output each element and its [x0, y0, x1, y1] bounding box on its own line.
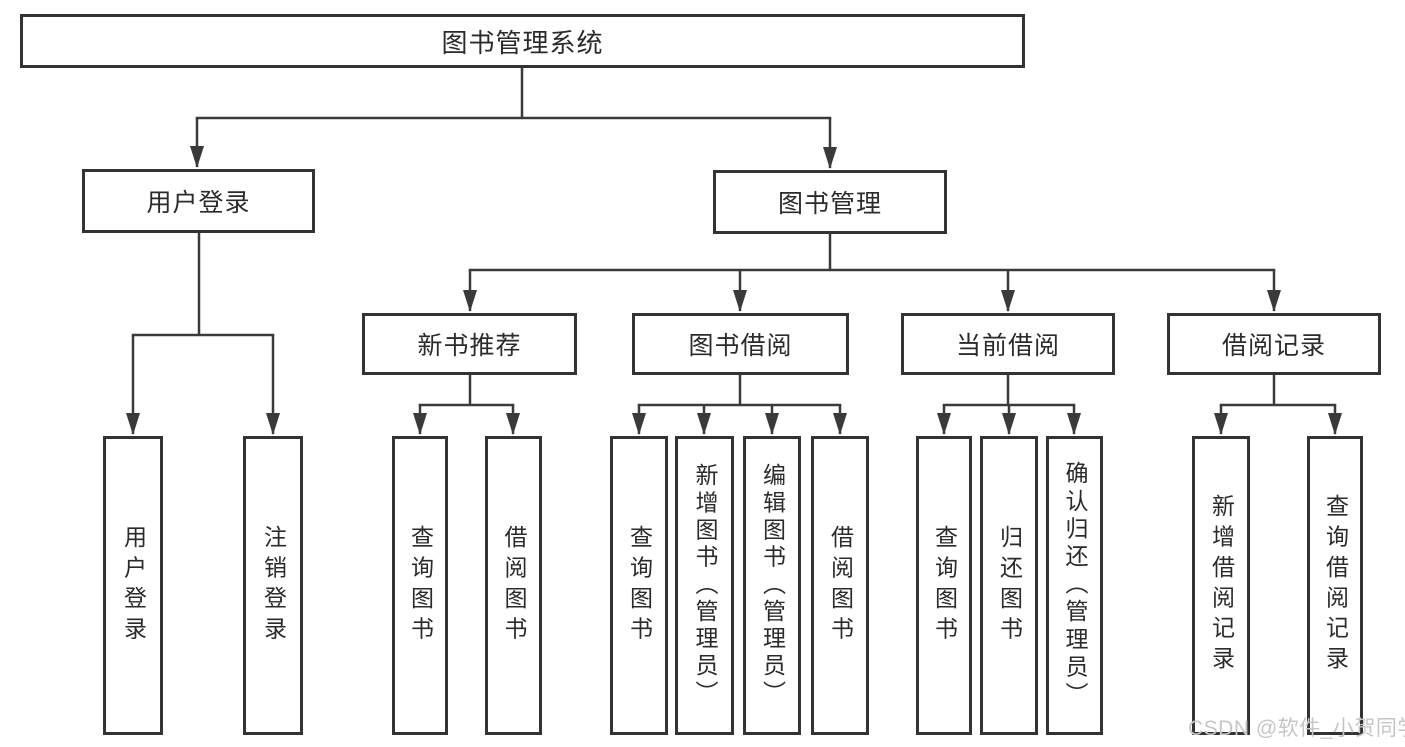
node-book-management: 图书管理	[713, 170, 947, 234]
node-book-management-label: 图书管理	[777, 190, 882, 218]
node-book-borrowing: 图书借阅	[632, 313, 849, 375]
leaf-user-login: 用户登录	[103, 436, 163, 735]
leaf-borrow-books-2-label: 借阅图书	[827, 524, 854, 647]
leaf-add-borrow-record-label: 新增借阅记录	[1208, 494, 1235, 677]
leaf-add-borrow-record: 新增借阅记录	[1192, 436, 1250, 735]
csdn-watermark: CSDN @软件_小贺同学	[1188, 717, 1405, 740]
leaf-logout-label: 注销登录	[260, 524, 287, 647]
leaf-query-books-2: 查询图书	[610, 436, 668, 735]
leaf-edit-books-admin: 编辑图书（管理员）	[743, 436, 801, 735]
leaf-return-books-label: 归还图书	[996, 524, 1023, 647]
leaf-query-books-2-label: 查询图书	[626, 524, 653, 647]
leaf-query-borrow-record-label: 查询借阅记录	[1322, 494, 1349, 677]
node-current-borrowing-label: 当前借阅	[955, 332, 1060, 360]
node-library-system-label: 图书管理系统	[441, 27, 604, 58]
node-borrow-records: 借阅记录	[1167, 313, 1381, 375]
leaf-logout: 注销登录	[243, 436, 303, 735]
leaf-edit-books-admin-label: 编辑图书（管理员）	[759, 463, 786, 708]
node-borrow-records-label: 借阅记录	[1221, 332, 1326, 360]
node-user-login-label: 用户登录	[146, 189, 251, 217]
node-book-borrowing-label: 图书借阅	[688, 332, 793, 360]
leaf-confirm-return-admin: 确认归还（管理员）	[1046, 436, 1103, 735]
leaf-return-books: 归还图书	[980, 436, 1038, 735]
leaf-query-books-3-label: 查询图书	[931, 524, 958, 647]
node-new-book-recommend: 新书推荐	[362, 313, 577, 375]
node-user-login: 用户登录	[82, 169, 315, 233]
node-library-system: 图书管理系统	[20, 14, 1025, 68]
leaf-query-borrow-record: 查询借阅记录	[1307, 436, 1363, 735]
leaf-add-books-admin: 新增图书（管理员）	[675, 436, 734, 735]
node-new-book-recommend-label: 新书推荐	[417, 332, 522, 360]
leaf-query-books-3: 查询图书	[916, 436, 972, 735]
leaf-borrow-books-2: 借阅图书	[811, 436, 869, 735]
leaf-borrow-books-1: 借阅图书	[485, 436, 542, 735]
node-current-borrowing: 当前借阅	[901, 313, 1115, 375]
leaf-query-books-1-label: 查询图书	[407, 524, 434, 647]
leaf-borrow-books-1-label: 借阅图书	[501, 524, 527, 647]
leaf-confirm-return-admin-label: 确认归还（管理员）	[1062, 461, 1088, 710]
leaf-add-books-admin-label: 新增图书（管理员）	[692, 463, 718, 708]
leaf-user-login-label: 用户登录	[120, 524, 147, 647]
leaf-query-books-1: 查询图书	[392, 436, 448, 735]
